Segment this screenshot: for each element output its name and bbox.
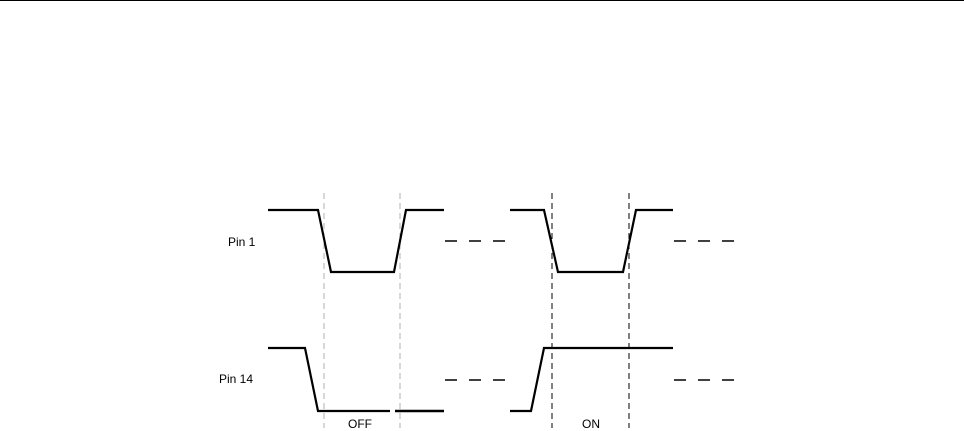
off-label: OFF: [348, 417, 372, 431]
pin14-wave-on: [510, 348, 673, 411]
pin14-label: Pin 14: [219, 372, 253, 386]
pin14-wave-off: [268, 348, 390, 411]
pin1-wave-on: [510, 210, 673, 272]
on-label: ON: [582, 417, 600, 431]
pin1-wave-off: [268, 210, 444, 272]
pin1-label: Pin 1: [228, 235, 256, 249]
